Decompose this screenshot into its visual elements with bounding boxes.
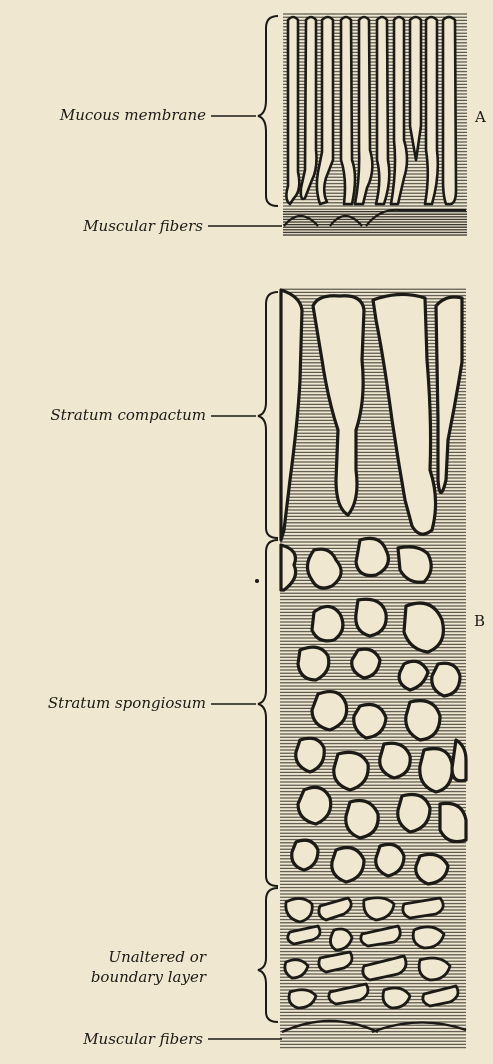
specimen-dot (255, 579, 259, 583)
label-muscular-fibers-b: Muscular fibers (20, 1030, 203, 1048)
section-a-muscle (283, 210, 467, 236)
section-letter-b: B (474, 612, 485, 630)
label-unaltered-line1: Unaltered or (20, 948, 206, 966)
label-mucous-membrane: Mucous membrane (20, 106, 206, 124)
section-letter-a: A (475, 108, 486, 126)
label-stratum-compactum: Stratum compactum (0, 406, 206, 424)
label-unaltered-line2: boundary layer (20, 968, 206, 986)
section-b (280, 288, 466, 1050)
label-braces (258, 16, 278, 1022)
label-stratum-spongiosum: Stratum spongiosum (0, 694, 206, 712)
leader-lines (208, 116, 282, 1039)
section-a (283, 12, 467, 236)
label-muscular-fibers-a: Muscular fibers (20, 217, 203, 235)
